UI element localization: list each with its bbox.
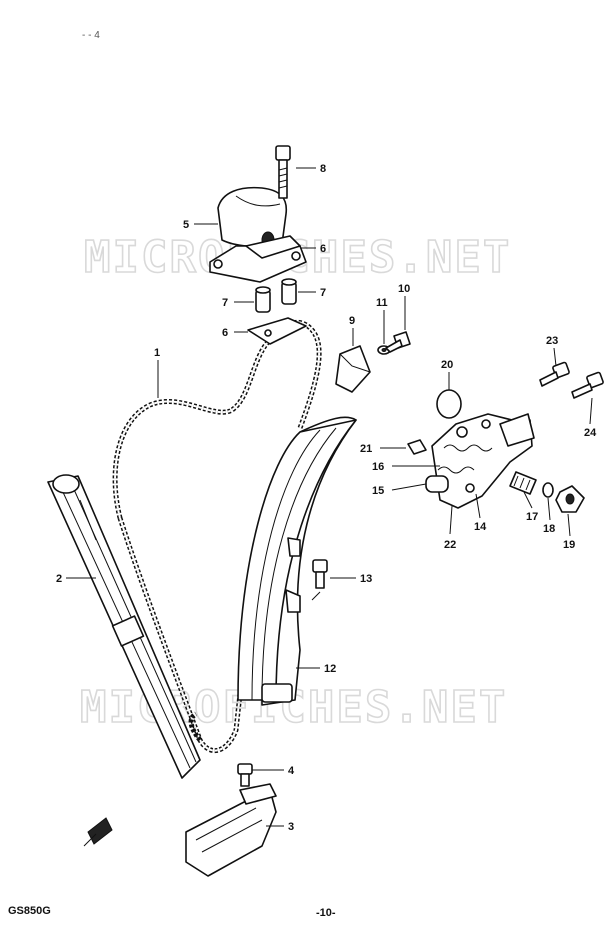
part-13-bolt	[311, 559, 328, 601]
callout-6b: 6	[222, 327, 228, 339]
callout-20: 20	[441, 359, 453, 371]
part-19-cap-nut	[555, 485, 585, 513]
part-18-washer	[542, 482, 554, 498]
callout-18: 18	[543, 523, 555, 535]
callout-8: 8	[320, 163, 326, 175]
part-23-bolt	[539, 361, 570, 387]
callout-24: 24	[584, 427, 597, 439]
leader-lines	[66, 167, 593, 827]
callout-10: 10	[398, 283, 410, 295]
callout-2: 2	[56, 573, 62, 585]
model-code: GS850G	[8, 905, 51, 917]
callout-22: 22	[444, 539, 456, 551]
part-9-damper	[335, 345, 371, 393]
part-14-tensioner-body	[431, 413, 535, 509]
callout-12: 12	[324, 663, 336, 675]
part-21-nut	[407, 439, 427, 455]
part-4-bolt	[237, 763, 253, 787]
callout-5: 5	[183, 219, 189, 231]
part-12-chain-guide-right	[237, 416, 357, 706]
part-8-bolt	[275, 145, 291, 199]
callout-1: 1	[154, 347, 160, 359]
callout-9: 9	[349, 315, 355, 327]
part-3-lower-guide	[185, 783, 277, 877]
part-20-o-ring	[436, 389, 462, 419]
part-24-bolt	[571, 371, 604, 399]
callout-3: 3	[288, 821, 294, 833]
part-2-chain-guide-left	[47, 474, 201, 779]
part-17-spring-small	[509, 471, 537, 495]
page-number: -10-	[316, 907, 336, 919]
part-10-bolt	[385, 331, 411, 353]
callout-21: 21	[360, 443, 372, 455]
callout-6a: 6	[320, 243, 326, 255]
callout-11: 11	[376, 297, 388, 309]
callout-15: 15	[372, 485, 384, 497]
part-5-upper-chain-guide	[209, 186, 307, 283]
callout-17: 17	[526, 511, 538, 523]
callout-23: 23	[546, 335, 558, 347]
callout-4: 4	[288, 765, 295, 777]
part-6-plate-upper	[245, 235, 301, 259]
part-7-spacers	[255, 278, 297, 313]
direction-arrow-icon	[83, 817, 113, 847]
callout-14: 14	[474, 521, 487, 533]
callout-16: 16	[372, 461, 384, 473]
callout-13: 13	[360, 573, 372, 585]
callout-7a: 7	[222, 297, 228, 309]
part-1-cam-chain	[112, 319, 322, 754]
callout-19: 19	[563, 539, 575, 551]
callout-7b: 7	[320, 287, 326, 299]
part-16-spring	[437, 444, 493, 474]
callout-labels: 8 5 6 7 7 6 9 11 10 1 2 13 12 4 3 20 21 …	[56, 163, 597, 833]
corner-mark: - - 4	[82, 30, 100, 41]
part-6-plate-lower	[247, 317, 307, 345]
part-15-plunger	[425, 475, 449, 493]
